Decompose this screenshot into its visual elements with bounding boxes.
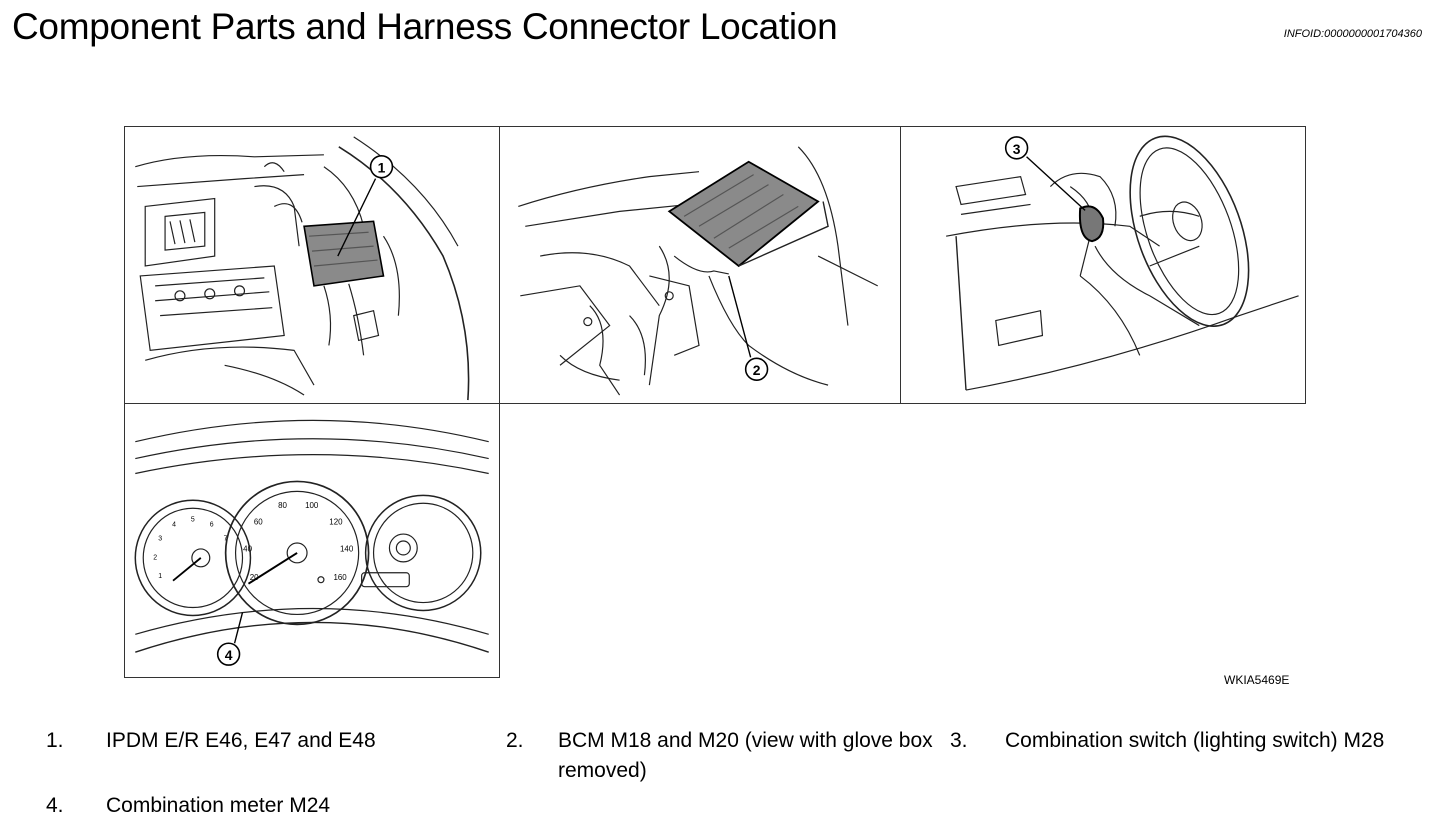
- steering-column-illustration: [946, 135, 1299, 391]
- legend-number: 1.: [46, 729, 64, 752]
- legend-number: 2.: [506, 729, 524, 752]
- legend-text: Combination meter M24: [106, 794, 331, 817]
- legend-number: 4.: [46, 794, 64, 817]
- engine-compartment-illustration: [135, 136, 470, 401]
- svg-text:1: 1: [378, 160, 386, 176]
- legend-text: IPDM E/R E46, E47 and E48: [106, 729, 376, 752]
- callout-2: 2: [744, 357, 769, 381]
- combination-meter-panel: 1 2 3 4 5 6 7 20 40 60 80 100 120 140 160 4: [124, 403, 500, 678]
- callout-1: 1: [369, 154, 394, 179]
- callout-3: 3: [1004, 136, 1029, 160]
- speedometer-tick-label: 40: [243, 545, 252, 554]
- svg-text:3: 3: [1013, 141, 1021, 157]
- speedometer-tick-label: 100: [305, 501, 319, 510]
- component-location-figure: 1 2: [124, 126, 1306, 678]
- tachometer-tick-label: 3: [158, 536, 162, 543]
- tachometer-tick-label: 5: [191, 517, 195, 524]
- svg-text:4: 4: [225, 647, 233, 663]
- speedometer-tick-label: 140: [340, 545, 354, 554]
- legend-text: BCM M18 and M20 (view with glove box rem…: [558, 729, 933, 782]
- speedometer-tick-label: 20: [250, 573, 259, 582]
- speedometer-tick-label: 80: [278, 501, 287, 510]
- engine-compartment-panel: 1: [124, 126, 500, 404]
- combination-switch-panel: 3: [900, 126, 1306, 404]
- combination-meter-illustration: [134, 419, 489, 653]
- tachometer-tick-label: 2: [153, 554, 157, 561]
- callout-4: 4: [216, 642, 241, 666]
- gauge-tick-labels: 1 2 3 4 5 6 7 20 40 60 80 100 120 140 160: [153, 501, 354, 582]
- tachometer-tick-label: 6: [210, 522, 214, 529]
- bcm-location-panel: 2: [499, 126, 901, 404]
- info-id: INFOID:0000000001704360: [1283, 28, 1422, 40]
- figure-code: WKIA5469E: [1224, 673, 1290, 687]
- tachometer-tick-label: 7: [224, 536, 228, 543]
- legend-number: 3.: [950, 729, 968, 752]
- legend-text: Combination switch (lighting switch) M28: [1005, 729, 1385, 752]
- bcm-illustration: [518, 146, 878, 396]
- svg-text:2: 2: [753, 362, 761, 378]
- tachometer-tick-label: 1: [158, 573, 162, 580]
- page-title: Component Parts and Harness Connector Lo…: [12, 6, 838, 47]
- speedometer-tick-label: 120: [329, 517, 343, 526]
- speedometer-tick-label: 160: [333, 573, 347, 582]
- speedometer-tick-label: 60: [254, 517, 263, 526]
- tachometer-tick-label: 4: [172, 522, 176, 529]
